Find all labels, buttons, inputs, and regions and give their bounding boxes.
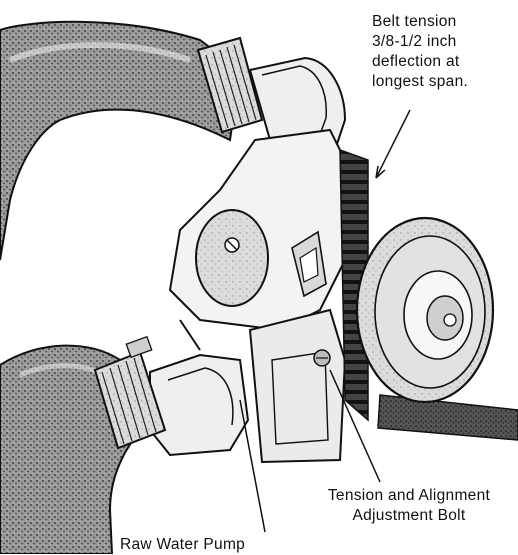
upper-hose	[0, 20, 242, 261]
belt-tension-line-1: Belt tension	[372, 13, 457, 30]
belt-tension-line-3: deflection at	[372, 53, 460, 70]
lower-hose-clamp	[93, 335, 167, 450]
raw-water-pump-label: Raw Water Pump	[120, 536, 246, 553]
leader-lines	[239, 109, 411, 533]
tension-bolt-line-1: Tension and Alignment	[327, 487, 491, 504]
tension-bolt-leader	[329, 369, 381, 483]
belt-tension-leader	[375, 109, 411, 179]
tension-bolt-label: Tension and Alignment Adjustment Bolt	[300, 486, 518, 526]
drive-belt	[339, 148, 518, 441]
belt-tension-arrowhead	[375, 165, 386, 179]
upper-hose-clamp	[196, 36, 264, 134]
pump-leader	[239, 399, 266, 533]
belt-tension-label: Belt tension 3/8-1/2 inch deflection at …	[372, 12, 516, 92]
pump-body	[168, 128, 362, 464]
pump-pulley	[355, 216, 495, 404]
lower-elbow-fitting	[149, 319, 250, 457]
tension-bolt-line-2: Adjustment Bolt	[352, 507, 466, 524]
belt-tension-line-4: longest span.	[372, 73, 469, 90]
belt-tension-line-2: 3/8-1/2 inch	[372, 33, 457, 50]
